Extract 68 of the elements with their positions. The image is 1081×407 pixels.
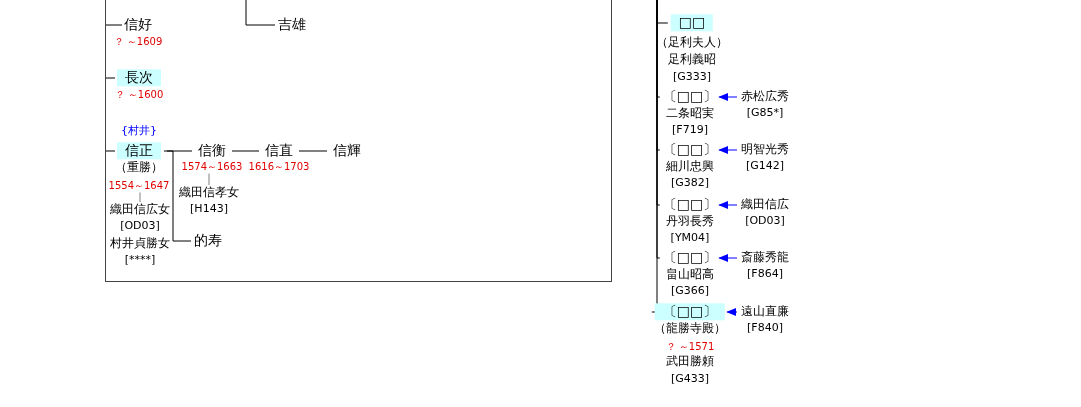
reference-code: [G382]	[670, 176, 710, 190]
spouse-name: 織田信広	[741, 198, 789, 212]
lifespan-dates: ？ ～1571	[665, 340, 715, 352]
arrow	[718, 146, 738, 154]
spouse-name: 二条昭実	[666, 107, 714, 121]
person-name: □□	[670, 14, 714, 32]
spouse-name: 斎藤秀龍	[741, 251, 789, 265]
connector-line	[104, 150, 116, 152]
person-name: 信好	[124, 17, 152, 33]
spouse-name: 武田勝頼	[666, 355, 714, 369]
connector-line	[298, 150, 328, 152]
person-name: 〔□□〕	[662, 197, 718, 213]
person-name: 長次	[117, 69, 161, 87]
reference-code: [G333]	[672, 70, 712, 84]
person-name: 〔□□〕	[654, 303, 726, 321]
reference-code: [G142]	[745, 159, 785, 173]
spouse-name: 明智光秀	[741, 143, 789, 157]
reference-code: [F719]	[672, 123, 708, 137]
reference-code: [F864]	[747, 267, 783, 281]
reference-code: [OD03]	[120, 219, 160, 233]
connector-line	[163, 150, 192, 242]
spouse-name: 織田信広女	[110, 203, 170, 217]
reference-code: [F840]	[747, 321, 783, 335]
reference-code: [YM04]	[670, 231, 710, 245]
reference-code: [G85*]	[746, 106, 784, 120]
arrow	[726, 308, 738, 316]
lifespan-dates: ？ ～1600	[114, 88, 164, 100]
person-name: 信正	[117, 142, 161, 160]
reference-code: [G366]	[670, 284, 710, 298]
connector-line	[104, 24, 123, 26]
spouse-name: 遠山直廉	[741, 305, 789, 319]
spouse-name: 足利義昭	[668, 53, 716, 67]
spouse-name: 細川忠興	[666, 160, 714, 174]
arrow	[718, 201, 738, 209]
person-name: 〔□□〕	[662, 250, 718, 266]
spouse-name: 丹羽長秀	[666, 215, 714, 229]
person-name: 的寿	[194, 233, 222, 249]
spouse-name: 村井貞勝女	[110, 237, 170, 251]
connector-line	[208, 173, 210, 186]
connector-line	[651, 0, 658, 313]
connector-line	[139, 192, 141, 203]
spouse-name: 赤松広秀	[741, 90, 789, 104]
arrow	[718, 93, 738, 101]
spouse-name: 織田信孝女	[179, 186, 239, 200]
lifespan-dates: 1616～1703	[248, 160, 310, 172]
alias-name: （龍勝寺殿）	[654, 322, 726, 336]
lifespan-dates: 1574～1663	[181, 160, 243, 172]
lifespan-dates: ？ ～1609	[113, 35, 163, 47]
reference-code: [****]	[124, 253, 156, 267]
lifespan-dates: 1554～1647	[108, 179, 170, 191]
family-name: {村井}	[121, 124, 157, 138]
reference-code: [G433]	[670, 372, 710, 386]
connector-line	[104, 77, 116, 79]
alias-name: （重勝）	[115, 161, 163, 175]
person-name: 吉雄	[278, 17, 306, 33]
person-name: 〔□□〕	[662, 142, 718, 158]
person-name: 〔□□〕	[662, 89, 718, 105]
person-name: 信輝	[333, 143, 361, 159]
connector-line	[245, 0, 276, 26]
reference-code: [OD03]	[745, 214, 785, 228]
arrow	[718, 254, 738, 262]
reference-code: [H143]	[190, 202, 228, 216]
spouse-name: 畠山昭高	[666, 268, 714, 282]
person-name: 信直	[265, 143, 293, 159]
connector-line	[231, 150, 260, 152]
alias-name: （足利夫人）	[656, 36, 728, 50]
person-name: 信衡	[198, 143, 226, 159]
family-frame	[105, 0, 612, 282]
